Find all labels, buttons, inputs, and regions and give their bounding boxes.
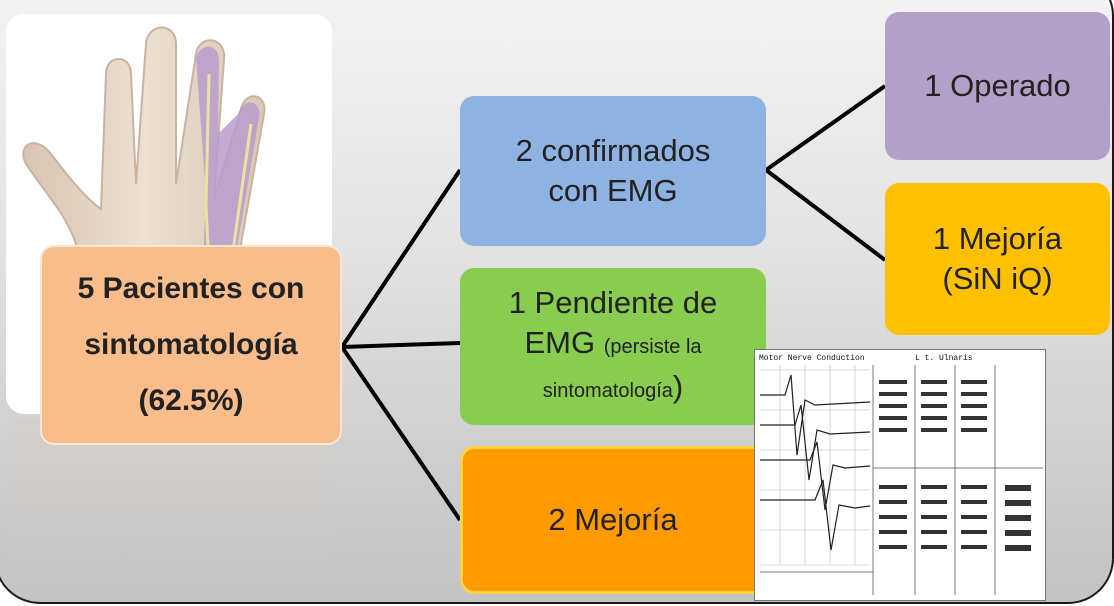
pending-line-3: sintomatología) <box>543 367 683 411</box>
node-improved-no-iq: 1 Mejoría (SiN iQ) <box>885 183 1110 335</box>
emg-waveforms <box>760 374 871 551</box>
root-line-2: sintomatología <box>84 328 298 361</box>
pending-line-1: 1 Pendiente de <box>508 284 718 320</box>
node-confirmed-emg: 2 confirmados con EMG <box>460 96 766 246</box>
pending-line-2-small: (persiste la <box>603 335 702 358</box>
connector-root-confirmed <box>340 168 462 349</box>
pending-line-2: EMG (persiste la <box>524 323 701 367</box>
pending-line-3-main: ) <box>672 368 684 404</box>
node-pending-emg: 1 Pendiente de EMG (persiste la sintomat… <box>460 268 766 425</box>
node-improved: 2 Mejoría <box>460 446 766 594</box>
connector-confirmed-improved-no-iq <box>764 168 887 262</box>
root-line-3: (62.5%) <box>138 384 244 417</box>
emg-header-left: Motor Nerve Conduction <box>759 354 865 363</box>
connector-root-improved <box>340 345 462 522</box>
emg-table-lines <box>760 365 1043 595</box>
connector-root-pending <box>341 341 461 349</box>
improved-no-iq-line-2: (SiN iQ) <box>942 261 1053 296</box>
confirmed-line-2: con EMG <box>548 173 678 208</box>
connector-confirmed-operated <box>764 84 887 172</box>
emg-report-image: Motor Nerve Conduction L t. Ulnaris <box>754 349 1046 601</box>
root-line-1: 5 Pacientes con <box>77 272 305 305</box>
operated-label: 1 Operado <box>924 68 1071 103</box>
confirmed-line-1: 2 confirmados <box>515 133 711 168</box>
pending-line-3-small: sintomatología <box>542 379 673 402</box>
emg-header-right: L t. Ulnaris <box>915 354 973 363</box>
hand-reflection <box>6 420 332 570</box>
emg-grid <box>760 365 870 566</box>
root-node-patients: 5 Pacientes con sintomatología (62.5%) <box>40 245 342 445</box>
improved-no-iq-line-1: 1 Mejoría <box>932 221 1063 256</box>
improved-label: 2 Mejoría <box>548 502 678 537</box>
emg-table-values <box>879 380 1031 551</box>
pending-line-2-main: EMG <box>524 324 604 360</box>
node-operated: 1 Operado <box>885 12 1110 160</box>
